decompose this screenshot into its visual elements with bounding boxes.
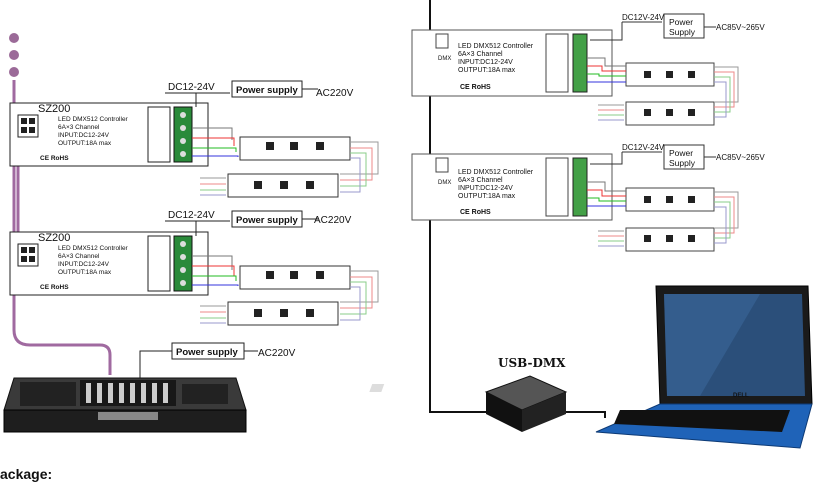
- model-label: SZ200: [38, 232, 70, 244]
- package-heading: ackage:: [0, 466, 53, 482]
- svg-text:DMX: DMX: [438, 180, 451, 186]
- desc-line-4: OUTPUT:18A max: [458, 193, 516, 200]
- dmx-cable-purple: [12, 80, 112, 375]
- wires-r1: [587, 57, 739, 121]
- dmx-cable-black: [429, 0, 500, 413]
- model-label: SZ200: [38, 103, 70, 115]
- desc-line-4: OUTPUT:18A max: [458, 67, 516, 74]
- led-strip-r1a: [625, 62, 715, 87]
- led-strip-r1b: [625, 101, 715, 126]
- desc-line-2: 6A×3 Channel: [58, 124, 100, 131]
- ac-label: AC85V~265V: [716, 153, 765, 162]
- psu-label-2: Supply: [669, 27, 696, 37]
- left-controller-2: SZ200 LED DMX512 Controller 6A×3 Channel…: [9, 231, 209, 296]
- svg-text:DMX: DMX: [438, 56, 451, 62]
- psu-label: Power supply: [236, 215, 298, 226]
- led-strip-2b: [227, 301, 339, 326]
- svg-text:DELL: DELL: [733, 393, 749, 399]
- cert-marks: CE RoHS: [40, 284, 69, 291]
- psu-label-1: Power: [669, 17, 693, 27]
- console-ac-label: AC220V: [258, 348, 296, 359]
- left-controller-1: SZ200 LED DMX512 Controller 6A×3 Channel…: [9, 102, 209, 167]
- psu-label: Power supply: [236, 85, 298, 96]
- wires-2: [192, 255, 379, 324]
- psu-label-1: Power: [669, 148, 693, 158]
- cert-marks: CE RoHS: [40, 155, 69, 162]
- led-strip-1a: [239, 136, 351, 161]
- ac-label: AC220V: [314, 215, 352, 226]
- desc-line-2: 6A×3 Channel: [458, 51, 503, 58]
- cert-marks: CE RoHS: [460, 84, 491, 91]
- desc-line-1: LED DMX512 Controller: [458, 43, 534, 50]
- dc-label: DC12-24V: [168, 210, 215, 221]
- desc-line-2: 6A×3 Channel: [458, 177, 503, 184]
- led-strip-r2a: [625, 187, 715, 212]
- desc-line-3: INPUT:DC12-24V: [458, 185, 513, 192]
- led-strip-r2b: [625, 227, 715, 252]
- dmx-console: [3, 377, 247, 433]
- desc-line-3: INPUT:DC12-24V: [58, 261, 110, 268]
- cert-marks: CE RoHS: [460, 209, 491, 216]
- wires-r2: [587, 181, 739, 247]
- psu-label-2: Supply: [669, 158, 696, 168]
- right-controller-2: DMX LED DMX512 Controller 6A×3 Channel I…: [411, 153, 613, 221]
- desc-line-3: INPUT:DC12-24V: [458, 59, 513, 66]
- dc-label: DC12V-24V: [622, 13, 665, 22]
- usb-dmx-device: [369, 375, 568, 432]
- usb-dmx-label: USB-DMX: [498, 356, 566, 370]
- laptop: DELL: [595, 285, 813, 449]
- console-psu-label: Power supply: [176, 347, 238, 358]
- desc-line-4: OUTPUT:18A max: [58, 140, 112, 147]
- ac-label: AC220V: [316, 88, 354, 99]
- desc-line-3: INPUT:DC12-24V: [58, 132, 110, 139]
- desc-line-4: OUTPUT:18A max: [58, 269, 112, 276]
- ac-label: AC85V~265V: [716, 23, 765, 32]
- desc-line-2: 6A×3 Channel: [58, 253, 100, 260]
- led-strip-2a: [239, 265, 351, 290]
- led-strip-1b: [227, 173, 339, 198]
- desc-line-1: LED DMX512 Controller: [458, 169, 534, 176]
- desc-line-1: LED DMX512 Controller: [58, 116, 129, 123]
- desc-line-1: LED DMX512 Controller: [58, 245, 129, 252]
- wires-1: [192, 127, 379, 196]
- dc-label: DC12-24V: [168, 82, 215, 93]
- purple-dots: [9, 33, 19, 77]
- dc-label: DC12V-24V: [622, 143, 665, 152]
- psu-box: [663, 144, 705, 170]
- psu-box: [663, 13, 705, 39]
- right-controller-1: DMX LED DMX512 Controller 6A×3 Channel I…: [411, 29, 613, 97]
